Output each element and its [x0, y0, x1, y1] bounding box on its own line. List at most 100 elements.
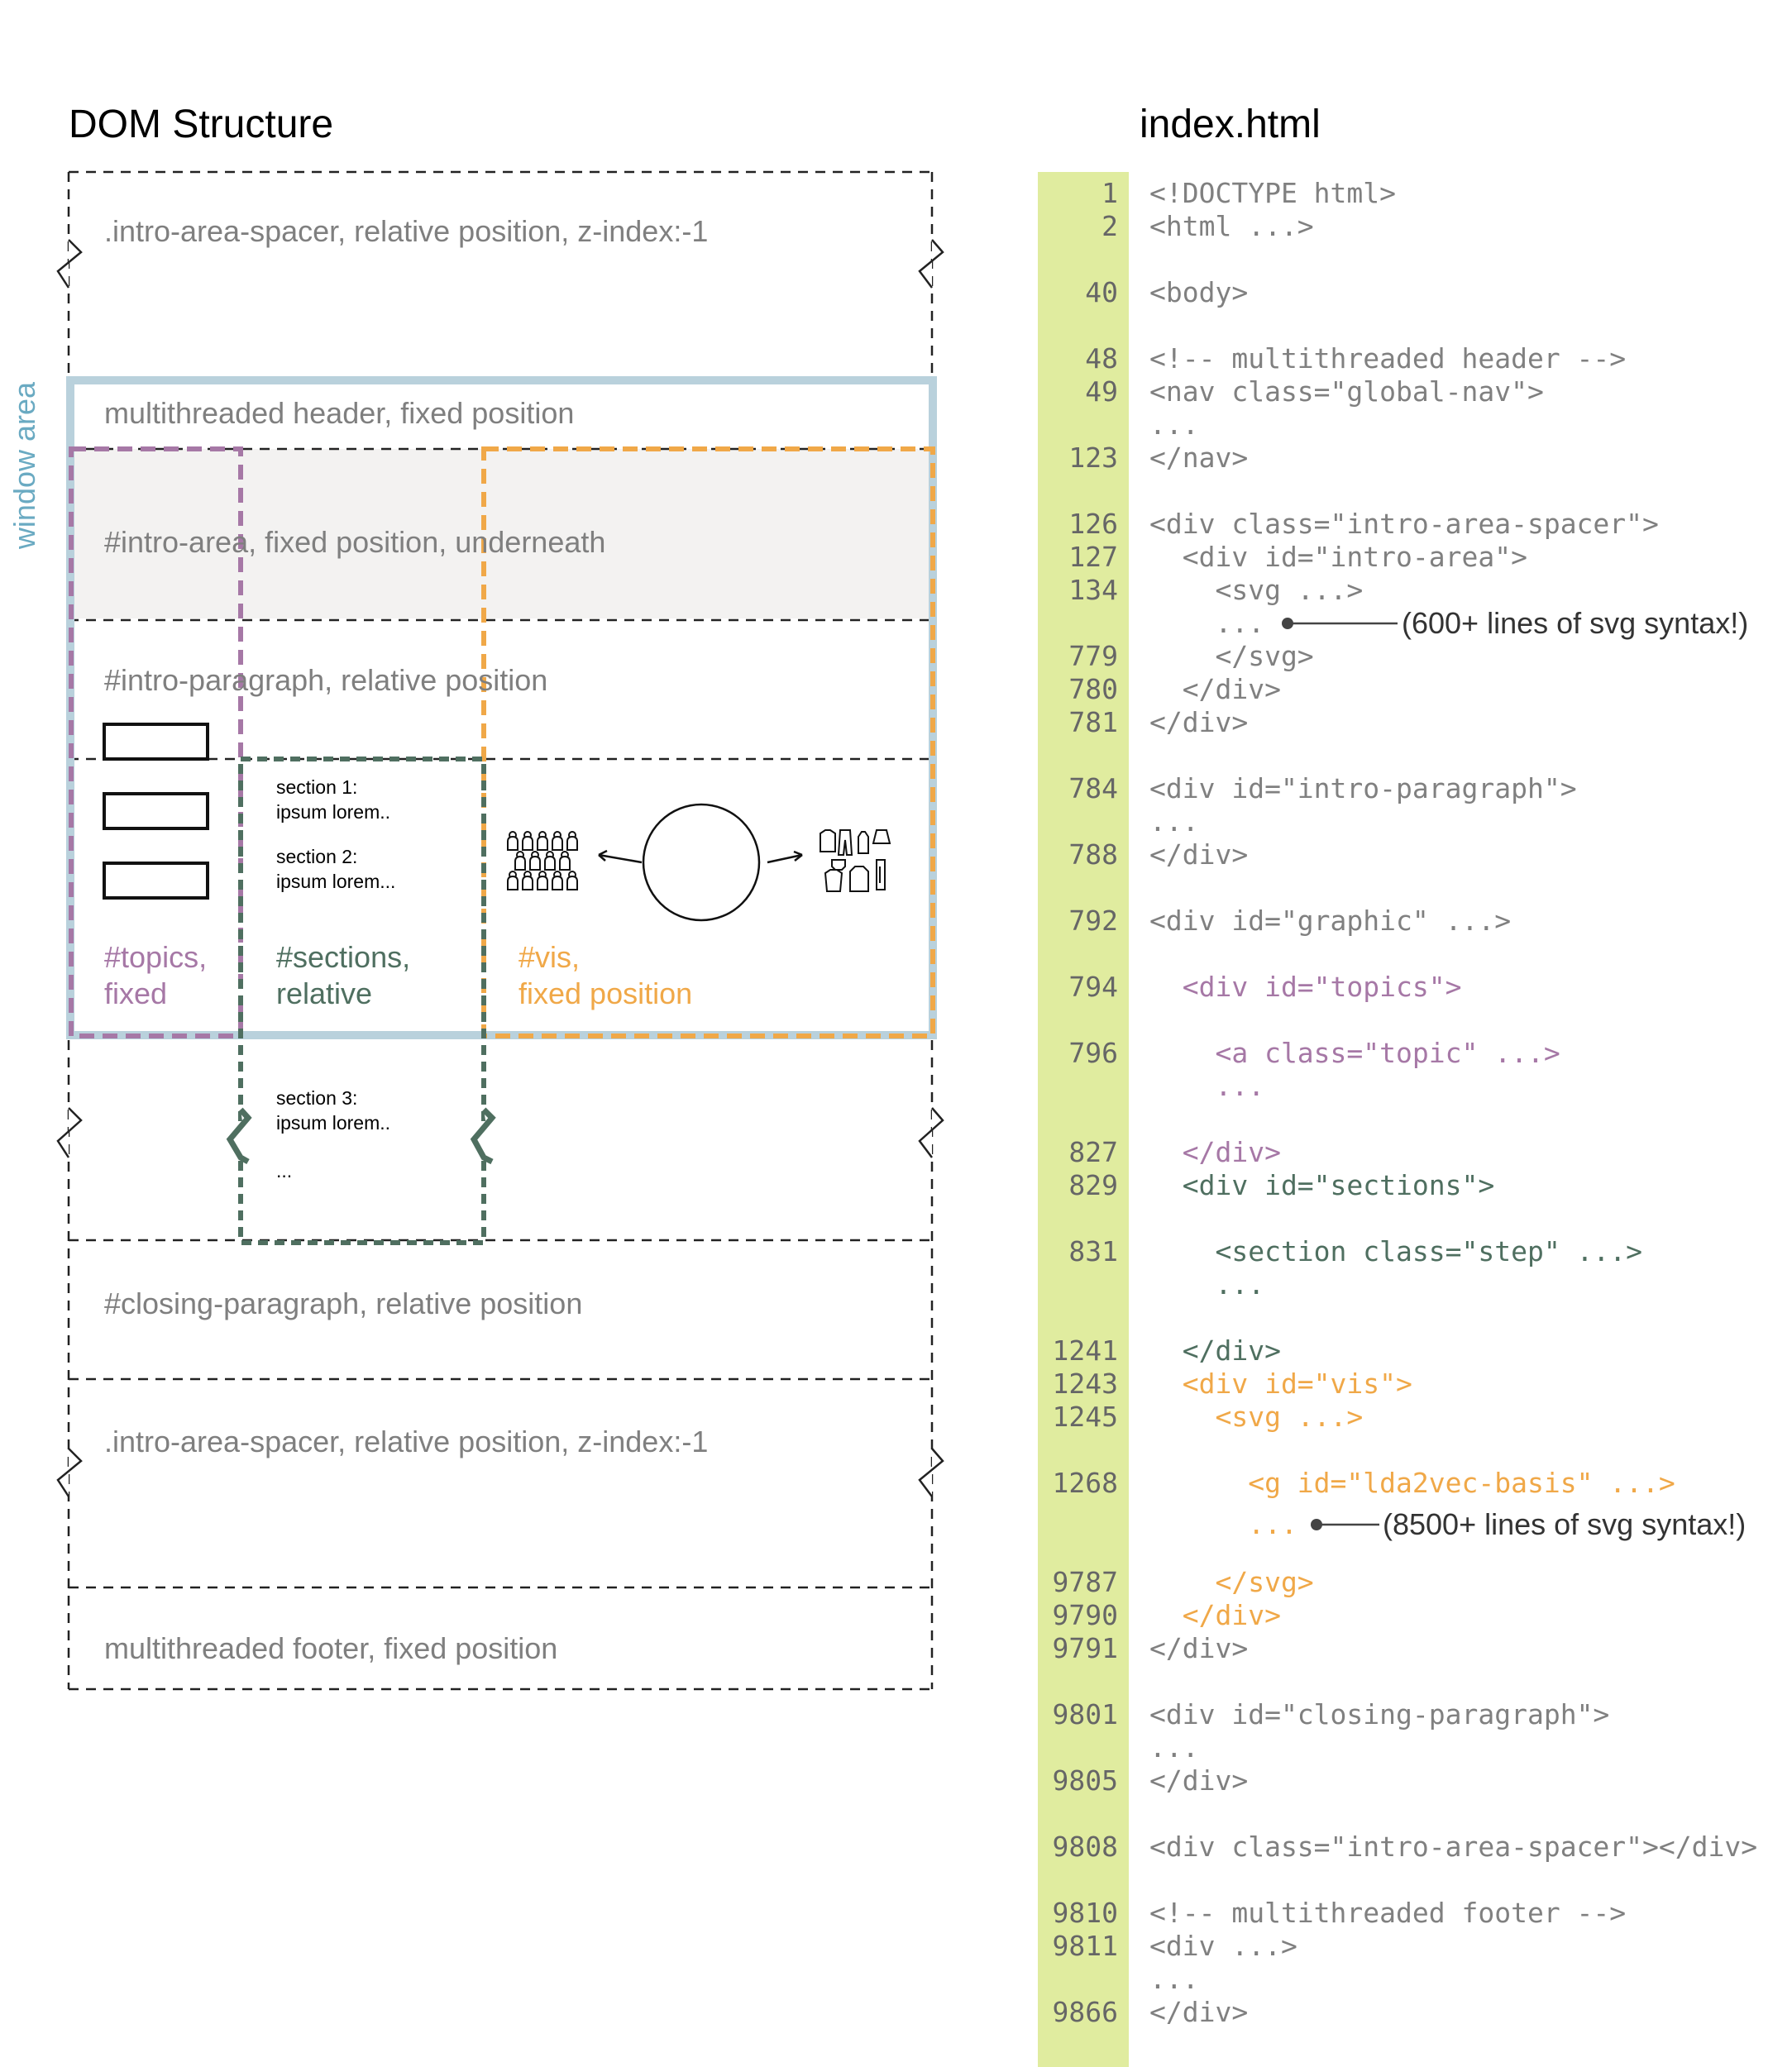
line-number: 780 — [1068, 673, 1118, 705]
window-area-label: window area — [7, 381, 41, 550]
person-body — [537, 875, 548, 890]
code-line: </div> — [1149, 838, 1248, 871]
line-number: 781 — [1068, 706, 1118, 738]
code-line: ... — [1149, 1268, 1264, 1301]
closing-paragraph-label: #closing-paragraph, relative position — [104, 1287, 582, 1320]
code-line: </div> — [1149, 1136, 1281, 1168]
line-number: 127 — [1068, 541, 1118, 573]
person-body — [566, 835, 578, 851]
line-number: 134 — [1068, 574, 1118, 606]
code-line: ... — [1149, 1508, 1297, 1540]
topic-button — [103, 723, 209, 761]
clothing-icon — [820, 829, 891, 892]
line-number: 1268 — [1053, 1467, 1118, 1499]
line-number: 829 — [1068, 1169, 1118, 1201]
line-number: 831 — [1068, 1235, 1118, 1267]
intro-paragraph-label: #intro-paragraph, relative position — [104, 663, 547, 697]
line-number: 40 — [1085, 276, 1118, 308]
code-line: <div ...> — [1149, 1930, 1297, 1962]
line-number: 49 — [1085, 375, 1118, 408]
section-3-body: ipsum lorem.. — [276, 1112, 390, 1134]
line-number-gutter — [1038, 172, 1129, 2067]
code-line: </svg> — [1149, 640, 1314, 672]
code-line: </div> — [1149, 706, 1248, 738]
code-line: ... — [1149, 1963, 1199, 1995]
line-number: 9866 — [1053, 1996, 1118, 2028]
topics-label-1: #topics, — [104, 940, 207, 974]
code-line: <section class="step" ...> — [1149, 1235, 1642, 1267]
line-number: 9805 — [1053, 1764, 1118, 1797]
intro-area-label: #intro-area, fixed position, underneath — [104, 525, 605, 559]
code-annotations: (600+ lines of svg syntax!)(8500+ lines … — [1282, 606, 1748, 1541]
index-html-title: index.html — [1140, 103, 1321, 146]
line-number: 9801 — [1053, 1698, 1118, 1730]
break-markers — [56, 239, 944, 1497]
section-1-title: section 1: — [276, 776, 357, 798]
people-icon — [507, 831, 578, 890]
code-line: <div id="graphic" ...> — [1149, 905, 1511, 937]
vis-label-1: #vis, — [518, 940, 580, 974]
topic-circle — [642, 803, 761, 922]
sections-label-2: relative — [276, 976, 372, 1010]
code-line: <!-- multithreaded header --> — [1149, 342, 1626, 375]
annotation-text: (8500+ lines of svg syntax!) — [1383, 1507, 1746, 1541]
code-line: <div class="intro-area-spacer"></div> — [1149, 1831, 1757, 1863]
code-line: ... — [1149, 408, 1199, 441]
line-number: 2 — [1101, 210, 1118, 242]
code-line: <svg ...> — [1149, 1401, 1363, 1433]
code-line: <!-- multithreaded footer --> — [1149, 1897, 1626, 1929]
line-number: 1245 — [1053, 1401, 1118, 1433]
code-line: </div> — [1149, 1632, 1248, 1664]
line-number: 9810 — [1053, 1897, 1118, 1929]
vis-label-2: fixed position — [518, 976, 692, 1010]
person-body — [522, 875, 533, 890]
topics-column-frame — [69, 446, 243, 1038]
code-line: <div class="intro-area-spacer"> — [1149, 508, 1659, 540]
sections-break-markers — [226, 1107, 496, 1165]
section-3-title: section 3: — [276, 1087, 357, 1109]
code-line: </div> — [1149, 1996, 1248, 2028]
topic-buttons — [103, 723, 209, 900]
vis-column-frame — [481, 446, 935, 1038]
sections-column-frame — [238, 757, 486, 1245]
code-line: ... — [1149, 1731, 1199, 1764]
code-line: <!DOCTYPE html> — [1149, 177, 1396, 209]
section-2-title: section 2: — [276, 846, 357, 867]
code-line: <div id="closing-paragraph"> — [1149, 1698, 1609, 1730]
spacer-top-label: .intro-area-spacer, relative position, z… — [104, 214, 708, 248]
line-number: 126 — [1068, 508, 1118, 540]
code-line: <div id="topics"> — [1149, 971, 1462, 1003]
person-body — [507, 835, 518, 851]
section-ellipsis: ... — [276, 1160, 292, 1181]
topic-button — [103, 862, 209, 900]
code-line: <div id="intro-area"> — [1149, 541, 1527, 573]
section-2-body: ipsum lorem... — [276, 871, 395, 892]
person-body — [522, 835, 533, 851]
spacer-bottom-label: .intro-area-spacer, relative position, z… — [104, 1425, 708, 1458]
code-line: </div> — [1149, 1599, 1281, 1631]
topics-label-2: fixed — [104, 976, 167, 1010]
section-1-body: ipsum lorem.. — [276, 801, 390, 823]
code-line: <a class="topic" ...> — [1149, 1037, 1560, 1069]
code-line: <body> — [1149, 276, 1248, 308]
code-line: </svg> — [1149, 1566, 1314, 1598]
person-body — [514, 855, 526, 871]
person-body — [552, 835, 563, 851]
line-number: 1 — [1101, 177, 1118, 209]
code-line: </nav> — [1149, 442, 1248, 474]
footer-label: multithreaded footer, fixed position — [104, 1631, 557, 1665]
code-line: </div> — [1149, 673, 1281, 705]
line-number: 792 — [1068, 905, 1118, 937]
line-number: 788 — [1068, 838, 1118, 871]
line-number: 794 — [1068, 971, 1118, 1003]
code-line: ... — [1149, 607, 1264, 639]
line-number: 123 — [1068, 442, 1118, 474]
line-number: 1243 — [1053, 1368, 1118, 1400]
code-line: ... — [1149, 805, 1199, 838]
code-line: <nav class="global-nav"> — [1149, 375, 1544, 408]
line-number: 796 — [1068, 1037, 1118, 1069]
line-number: 9811 — [1053, 1930, 1118, 1962]
line-number: 9808 — [1053, 1831, 1118, 1863]
dom-structure-title: DOM Structure — [69, 103, 333, 146]
